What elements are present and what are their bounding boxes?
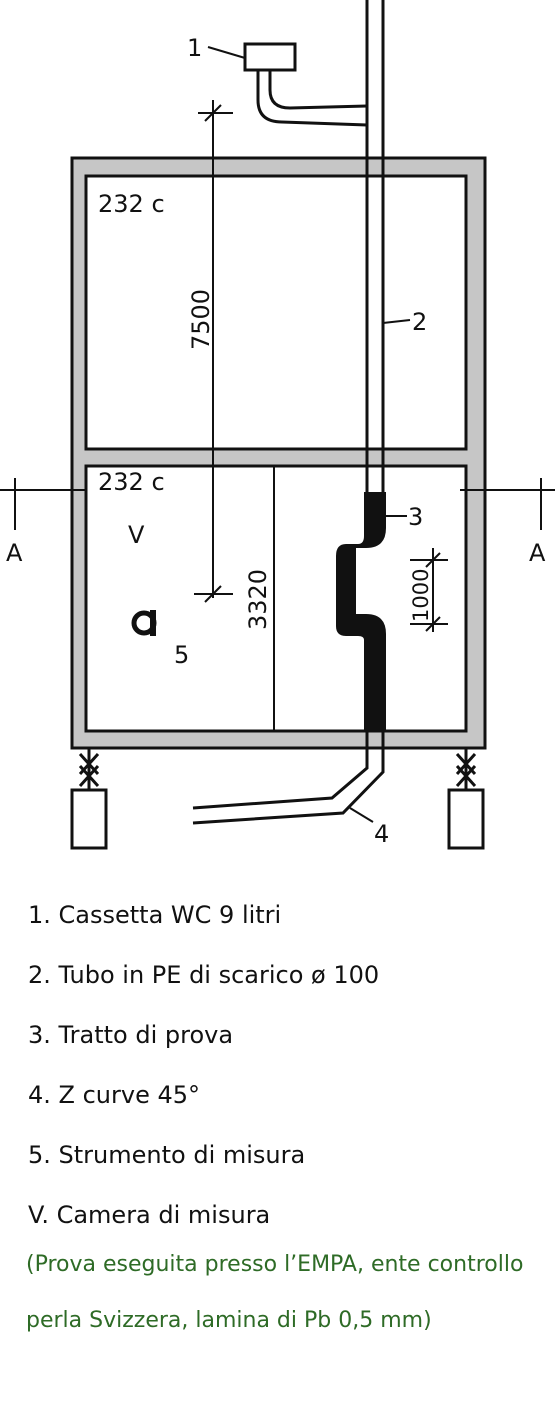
dimension-1000-label: 1000 [409,569,433,622]
room-label-upper: 232 c [98,190,165,218]
support-left [70,748,108,850]
test-section-pipe [336,492,386,731]
room-label-lower: 232 c [98,468,165,496]
drain-pipe-top [365,0,385,158]
section-label-right: A [529,539,546,567]
legend-item-camera: V. Camera di misura [28,1201,271,1229]
legend-item-instrument: 5. Strumento di misura [28,1141,306,1169]
section-label-left: A [6,539,23,567]
measuring-room-label: V [128,521,145,549]
callout-5: 5 [174,641,189,669]
measuring-instrument-icon [131,610,157,636]
test-note-line-1: (Prova eseguita presso l’EMPA, ente cont… [26,1252,524,1277]
callout-3: 3 [408,503,423,531]
test-setup-diagram: 1 2 3 4 5 232 c 232 c V A A 7500 3320 10… [0,0,555,850]
dimension-1000 [410,548,448,632]
legend-item-pipe: 2. Tubo in PE di scarico ø 100 [28,961,380,989]
callout-2: 2 [412,308,427,336]
legend: 1. Cassetta WC 9 litri 2. Tubo in PE di … [28,900,548,1260]
legend-item-test-section: 3. Tratto di prova [28,1021,234,1049]
wc-cistern [243,42,368,127]
callout-4: 4 [374,820,389,848]
drain-pipe-vertical [365,158,385,748]
drain-pipe-exit [192,748,385,825]
legend-item-cistern: 1. Cassetta WC 9 litri [28,901,282,929]
callout-1: 1 [187,34,202,62]
legend-item-z-curve: 4. Z curve 45° [28,1081,201,1109]
support-right [447,748,485,850]
callout-leaders [207,46,411,823]
dimension-3320-label: 3320 [244,569,272,630]
dimension-7500 [194,100,233,603]
section-line [0,478,555,530]
supports [70,748,485,850]
dimension-7500-label: 7500 [187,289,215,350]
test-note: (Prova eseguita presso l’EMPA, ente cont… [26,1250,546,1362]
test-note-line-2: perla Svizzera, lamina di Pb 0,5 mm) [26,1308,432,1333]
building-walls [70,156,487,750]
